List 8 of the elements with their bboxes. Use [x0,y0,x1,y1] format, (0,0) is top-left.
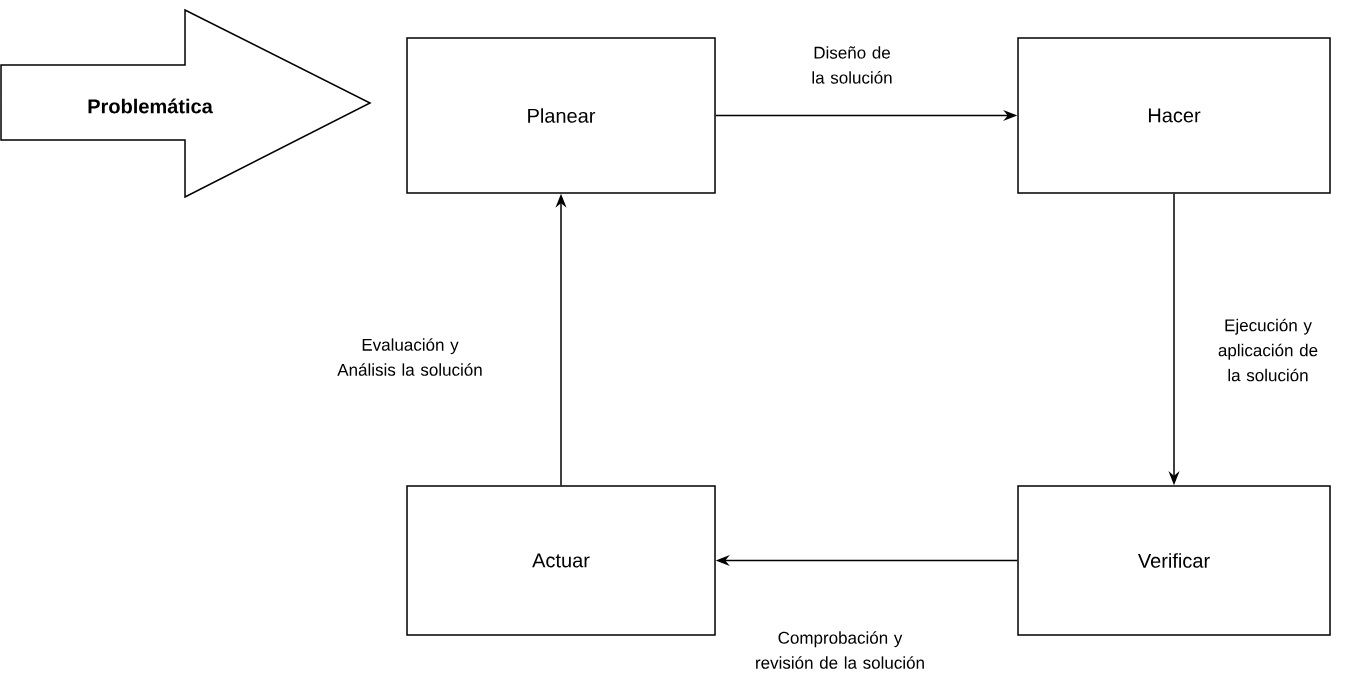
process-box: Planear [406,37,716,194]
process-box: Actuar [406,485,716,636]
edge-label: Comprobación y revisión de la solución [756,631,924,669]
edge-label: Ejecución y aplicación de la solución [1218,318,1318,382]
edge-label: Diseño de la solución [812,46,892,84]
process-box: Verificar [1017,485,1331,636]
process-box: Hacer [1017,37,1331,194]
edge-label: Evaluación y Análisis la solución [337,338,482,376]
